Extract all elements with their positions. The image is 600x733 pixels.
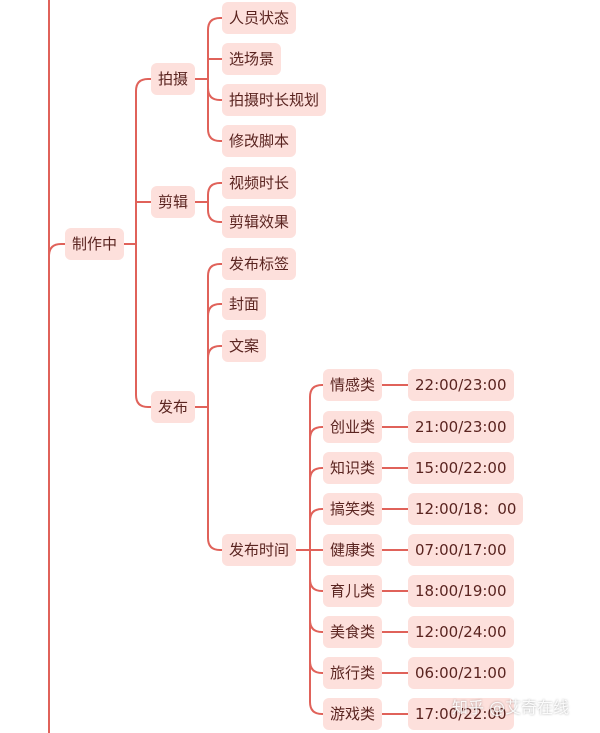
node-category[interactable]: 知识类 (323, 452, 383, 484)
node-time-range[interactable]: 17:00/22:00 (408, 698, 514, 730)
node-revise-script[interactable]: 修改脚本 (222, 125, 297, 157)
node-category[interactable]: 健康类 (323, 534, 383, 566)
node-category[interactable]: 游戏类 (323, 698, 383, 730)
node-time-range[interactable]: 21:00/23:00 (408, 411, 514, 443)
node-category[interactable]: 搞笑类 (323, 493, 383, 525)
node-publish-tags[interactable]: 发布标签 (222, 248, 297, 280)
node-shoot[interactable]: 拍摄 (151, 63, 196, 95)
node-edit[interactable]: 剪辑 (151, 186, 196, 218)
node-category[interactable]: 创业类 (323, 411, 383, 443)
node-category[interactable]: 育儿类 (323, 575, 383, 607)
node-cover[interactable]: 封面 (222, 288, 267, 320)
node-time-range[interactable]: 22:00/23:00 (408, 369, 514, 401)
node-time-range[interactable]: 06:00/21:00 (408, 657, 514, 689)
node-category[interactable]: 美食类 (323, 616, 383, 648)
node-category[interactable]: 情感类 (323, 369, 383, 401)
node-time-range[interactable]: 15:00/22:00 (408, 452, 514, 484)
node-time-range[interactable]: 12:00/18：00 (408, 493, 524, 525)
node-category[interactable]: 旅行类 (323, 657, 383, 689)
node-publish[interactable]: 发布 (151, 391, 196, 423)
node-time-range[interactable]: 07:00/17:00 (408, 534, 514, 566)
node-time-range[interactable]: 18:00/19:00 (408, 575, 514, 607)
node-shoot-duration-plan[interactable]: 拍摄时长规划 (222, 84, 327, 116)
node-root-production[interactable]: 制作中 (65, 228, 125, 260)
node-time-range[interactable]: 12:00/24:00 (408, 616, 514, 648)
node-copywriting[interactable]: 文案 (222, 330, 267, 362)
node-choose-scene[interactable]: 选场景 (222, 43, 282, 75)
node-staff-status[interactable]: 人员状态 (222, 2, 297, 34)
node-publish-time[interactable]: 发布时间 (222, 534, 297, 566)
watermark: 知乎 @艾奇在线 (452, 698, 570, 717)
node-edit-effect[interactable]: 剪辑效果 (222, 206, 297, 238)
node-video-duration[interactable]: 视频时长 (222, 167, 297, 199)
